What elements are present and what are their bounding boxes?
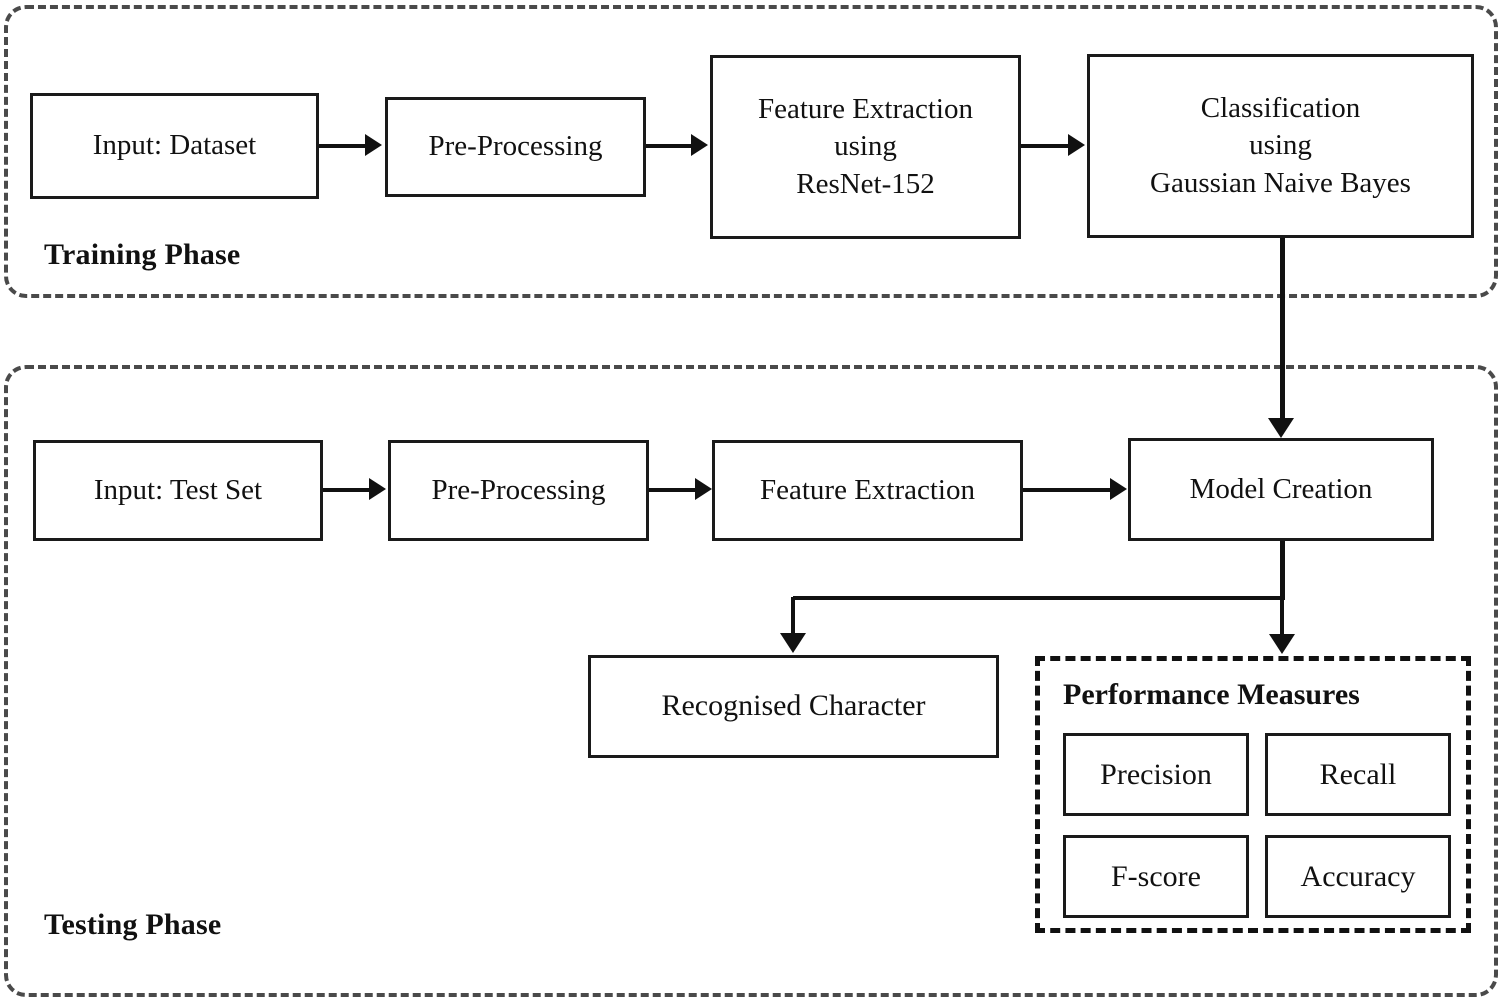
node-feature-extraction-line2: using bbox=[834, 130, 897, 163]
connector-classification-to-model-creation bbox=[1280, 237, 1285, 423]
connector-testset-to-preprocessing bbox=[323, 488, 371, 492]
node-pre-processing-training[interactable]: Pre-Processing bbox=[385, 97, 646, 197]
arrow-right-icon bbox=[369, 478, 386, 500]
connector-feature-extraction-to-classification bbox=[1021, 144, 1069, 148]
training-phase-container bbox=[4, 5, 1498, 298]
node-recognised-character[interactable]: Recognised Character bbox=[588, 655, 999, 758]
connector-branch-bar bbox=[793, 596, 1285, 600]
metric-fscore-label: F-score bbox=[1111, 859, 1201, 893]
metric-recall-label: Recall bbox=[1319, 757, 1397, 791]
node-input-test-set[interactable]: Input: Test Set bbox=[33, 440, 323, 541]
arrow-right-icon bbox=[365, 134, 382, 156]
connector-branch-to-recognised-character bbox=[791, 597, 795, 638]
node-classification-line1: Classification bbox=[1200, 92, 1361, 125]
arrow-right-icon bbox=[1068, 134, 1085, 156]
metric-recall[interactable]: Recall bbox=[1265, 733, 1451, 816]
node-recognised-character-label: Recognised Character bbox=[661, 689, 926, 723]
testing-phase-label: Testing Phase bbox=[44, 908, 222, 941]
node-pre-processing-testing-label: Pre-Processing bbox=[431, 473, 606, 506]
connector-feature-extraction-to-model-creation bbox=[1023, 488, 1113, 492]
connector-model-creation-stem bbox=[1280, 540, 1285, 600]
training-phase-label: Training Phase bbox=[44, 238, 241, 271]
testing-phase-container bbox=[4, 365, 1498, 997]
performance-measures-title: Performance Measures bbox=[1063, 678, 1360, 711]
arrow-right-icon bbox=[1110, 478, 1127, 500]
metric-accuracy-label: Accuracy bbox=[1300, 859, 1416, 893]
node-input-dataset[interactable]: Input: Dataset bbox=[30, 93, 319, 199]
node-input-test-set-label: Input: Test Set bbox=[93, 473, 263, 506]
node-classification-line3: Gaussian Naive Bayes bbox=[1150, 166, 1411, 199]
node-model-creation-label: Model Creation bbox=[1189, 472, 1373, 505]
arrow-right-icon bbox=[695, 478, 712, 500]
arrow-down-icon bbox=[780, 633, 806, 653]
metric-precision[interactable]: Precision bbox=[1063, 733, 1249, 816]
node-pre-processing-testing[interactable]: Pre-Processing bbox=[388, 440, 649, 541]
connector-branch-to-performance-measures bbox=[1280, 597, 1284, 639]
node-classification-line2: using bbox=[1249, 129, 1312, 162]
connector-dataset-to-preprocessing bbox=[319, 144, 369, 148]
arrow-right-icon bbox=[691, 134, 708, 156]
node-feature-extraction-line3: ResNet-152 bbox=[796, 167, 935, 200]
connector-preprocessing-to-feature-extraction-testing bbox=[649, 488, 697, 492]
arrow-down-icon bbox=[1269, 634, 1295, 654]
metric-precision-label: Precision bbox=[1100, 757, 1212, 791]
arrow-down-icon bbox=[1268, 418, 1294, 438]
node-pre-processing-training-label: Pre-Processing bbox=[428, 130, 603, 163]
metric-fscore[interactable]: F-score bbox=[1063, 835, 1249, 918]
node-model-creation[interactable]: Model Creation bbox=[1128, 438, 1434, 541]
node-feature-extraction-line1: Feature Extraction bbox=[758, 93, 973, 126]
node-feature-extraction-resnet[interactable]: Feature Extraction using ResNet-152 bbox=[710, 55, 1021, 239]
connector-preprocessing-to-feature-extraction bbox=[646, 144, 694, 148]
node-feature-extraction-testing-label: Feature Extraction bbox=[760, 473, 975, 506]
metric-accuracy[interactable]: Accuracy bbox=[1265, 835, 1451, 918]
node-classification-gnb[interactable]: Classification using Gaussian Naive Baye… bbox=[1087, 54, 1474, 238]
node-feature-extraction-testing[interactable]: Feature Extraction bbox=[712, 440, 1023, 541]
node-input-dataset-label: Input: Dataset bbox=[92, 129, 257, 162]
